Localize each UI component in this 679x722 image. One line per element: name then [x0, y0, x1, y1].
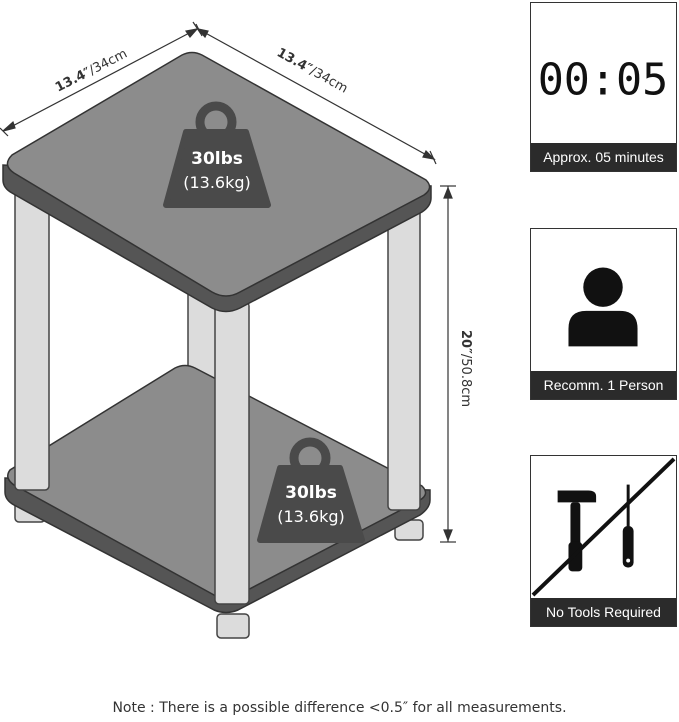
assembly-time-label: Approx. 05 minutes — [531, 143, 676, 171]
assembly-time-card: 00:05 Approx. 05 minutes — [530, 2, 677, 172]
measurement-note: Note : There is a possible difference <0… — [112, 700, 567, 716]
front-leg — [214, 301, 250, 605]
tools-label: No Tools Required — [531, 598, 676, 626]
person-icon — [568, 267, 638, 347]
bottom-weight-icon: 30lbs (13.6kg) — [257, 437, 365, 543]
front-left-leg — [14, 184, 50, 491]
table-diagram: 30lbs (13.6kg) 30lbs (13.6kg) 13.4″/34cm… — [0, 21, 473, 639]
timer-digits: 00:05 — [538, 56, 669, 106]
height-inches: 20″/50.8cm — [458, 330, 473, 407]
dimension-height — [440, 185, 456, 543]
person-card: Recomm. 1 Person — [530, 228, 677, 400]
top-weight-lbs: 30lbs — [191, 149, 243, 169]
width-left-inches: 13.4″/34cm — [53, 47, 130, 96]
dimension-width-right — [195, 23, 437, 165]
top-weight-kg: (13.6kg) — [183, 173, 251, 192]
top-weight-icon: 30lbs (13.6kg) — [163, 101, 271, 208]
width-right-inches: 13.4″/34cm — [274, 45, 350, 96]
tools-art — [531, 457, 676, 597]
hammer-icon — [557, 490, 597, 572]
screwdriver-icon — [622, 484, 634, 568]
bottom-weight-kg: (13.6kg) — [277, 507, 345, 526]
foot-front — [216, 613, 250, 639]
dimension-width-left — [0, 21, 202, 137]
bottom-weight-lbs: 30lbs — [285, 483, 337, 503]
no-tools-slash — [531, 457, 676, 597]
back-right-leg — [387, 204, 421, 511]
person-art — [568, 267, 638, 347]
person-label: Recomm. 1 Person — [531, 371, 676, 399]
timer-display: 00:05 — [538, 56, 669, 106]
tools-card: No Tools Required — [530, 455, 677, 627]
